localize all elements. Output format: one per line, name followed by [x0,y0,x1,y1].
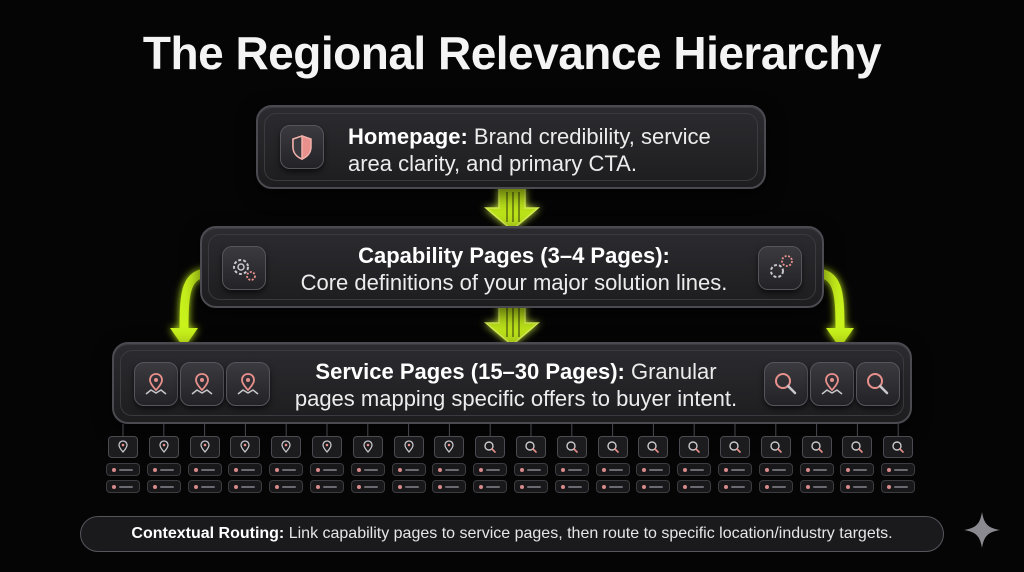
target-row [514,463,548,476]
target-row [228,463,263,476]
target-pin-icon [393,436,424,458]
homepage-tier: Homepage: Brand credibility, service are… [256,105,766,189]
service-line1: Granular [624,359,717,384]
target-row [840,463,875,476]
target-row [350,480,385,493]
target-row [146,463,181,476]
target-row [310,480,344,493]
capability-line2: Core definitions of your major solution … [300,270,728,295]
service-label: Service Pages (15–30 Pages): [315,359,625,384]
target-row [269,463,304,476]
target-pin-icon [230,436,261,458]
target-row [350,463,385,476]
target-row [146,480,181,493]
target-row [473,480,508,493]
target-row [677,463,712,476]
target-row [799,480,834,493]
target-row [677,480,712,493]
homepage-line1: Brand credibility, service [467,124,711,149]
homepage-label: Homepage: [348,124,468,149]
target-magnifier-icon [760,436,791,458]
target-magnifier-icon [475,436,506,458]
homepage-line2: area clarity, and primary CTA. [348,151,637,176]
target-row [595,480,630,493]
arrow-right-head [826,328,854,348]
target-row [269,480,304,493]
target-row [758,463,793,476]
map-pin-icon [226,362,270,406]
target-pin-icon [312,436,342,458]
target-magnifier-icon [556,436,587,458]
target-row [473,463,508,476]
target-row [758,480,793,493]
magnifier-icon [856,362,900,406]
map-pin-icon [134,362,178,406]
target-row [391,480,426,493]
homepage-text: Homepage: Brand credibility, service are… [348,123,758,177]
page-title: The Regional Relevance Hierarchy [142,27,882,79]
service-text: Service Pages (15–30 Pages): Granular pa… [274,358,758,412]
target-row [718,480,752,493]
magnifier-icon [764,362,808,406]
target-row [636,463,671,476]
target-row [432,480,467,493]
target-magnifier-icon [638,436,669,458]
target-row [432,463,467,476]
target-row [106,463,140,476]
capability-text: Capability Pages (3–4 Pages): Core defin… [272,242,756,296]
target-pin-icon [108,436,138,458]
arrow-left-head [170,328,198,348]
target-row [228,480,263,493]
target-row [514,480,548,493]
target-row [187,480,222,493]
target-row [718,463,752,476]
service-tier: Service Pages (15–30 Pages): Granular pa… [112,342,912,424]
target-magnifier-icon [597,436,628,458]
target-magnifier-icon [801,436,832,458]
target-pin-icon [148,436,179,458]
target-pin-icon [271,436,302,458]
footer-label: Contextual Routing: [131,525,285,542]
gear-icon [758,246,802,290]
target-row [840,480,875,493]
target-magnifier-icon [720,436,750,458]
target-row [106,480,140,493]
service-line2: pages mapping specific offers to buyer i… [294,386,738,411]
target-row [554,480,589,493]
target-row [799,463,834,476]
target-row [554,463,589,476]
target-row [881,463,916,476]
target-row [310,463,344,476]
target-row [595,463,630,476]
target-row [391,463,426,476]
shield-icon [280,125,324,169]
target-pin-icon [352,436,383,458]
gear-icon [222,246,266,290]
target-magnifier-icon [883,436,914,458]
target-row [636,480,671,493]
map-pin-icon [180,362,224,406]
target-row [881,480,916,493]
target-magnifier-icon [516,436,546,458]
target-magnifier-icon [679,436,710,458]
target-pin-icon [189,436,220,458]
target-magnifier-icon [842,436,873,458]
capability-tier: Capability Pages (3–4 Pages): Core defin… [200,226,824,308]
map-pin-icon [810,362,854,406]
capability-label: Capability Pages (3–4 Pages): [358,243,670,268]
target-row [187,463,222,476]
footer-note: Contextual Routing: Link capability page… [80,516,944,552]
footer-text: Link capability pages to service pages, … [284,525,893,542]
target-pin-icon [434,436,465,458]
